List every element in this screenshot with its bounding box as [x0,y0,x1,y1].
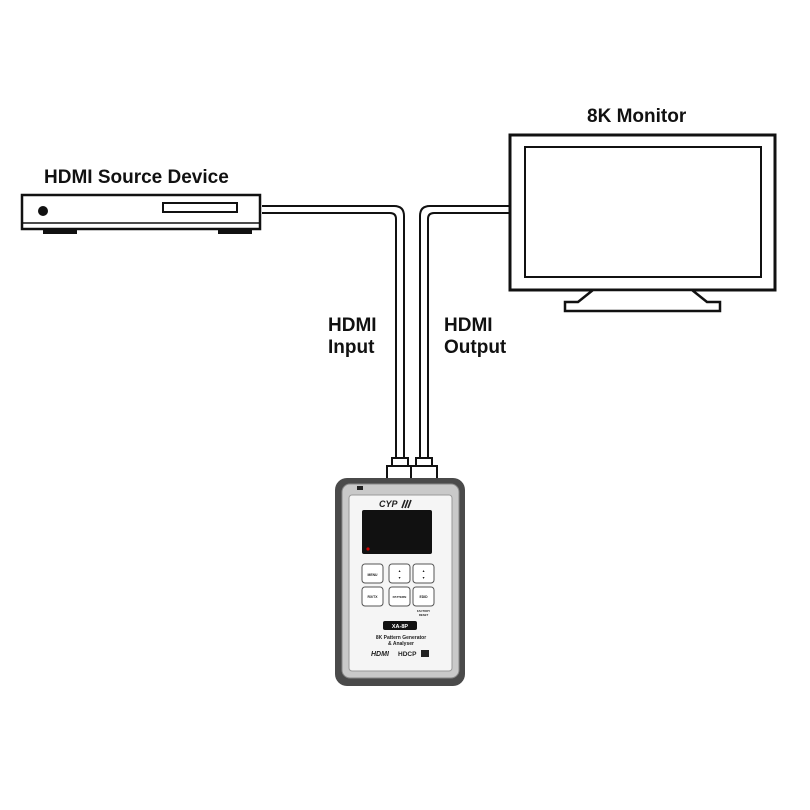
source-device-label: HDMI Source Device [44,167,229,188]
svg-text:▲: ▲ [422,569,425,573]
svg-text:RX/TX: RX/TX [368,595,379,599]
hdmi-input-cable [262,205,405,460]
svg-text:EDID: EDID [419,595,428,599]
hdmi-input-label-line1: HDMI [328,315,377,336]
model-number: XA-8P [392,624,409,630]
hdmi-source-device [20,193,262,234]
hdmi-input-label-line2: Input [328,337,375,358]
pattern-button[interactable]: PATTERN [388,586,411,607]
power-button-icon [38,206,48,216]
up-down-button-b[interactable]: ▲ ▼ [412,563,435,584]
edid-button[interactable]: EDID [412,586,435,607]
up-down-button-a[interactable]: ▲ ▼ [388,563,411,584]
hdcp-version-box [421,650,429,657]
model-badge [383,621,417,630]
monitor-stand [563,288,722,313]
hdmi-output-cable [419,205,514,460]
disc-slot [162,202,238,213]
pattern-generator-device: CYP MENU ▲ ▼ ▲ ▼ RX/TX PATTERN [335,478,465,686]
status-led [366,547,370,551]
svg-text:▼: ▼ [422,576,425,580]
menu-button[interactable]: MENU [361,563,384,584]
source-device-foot-left [43,229,77,234]
device-description-line2: & Analyser [388,641,414,647]
svg-text:▲: ▲ [398,569,401,573]
factory-reset-label-line2: RESET [419,613,429,617]
monitor-screen [524,146,762,278]
hdcp-logo: HDCP [398,651,417,658]
svg-text:MENU: MENU [368,573,379,577]
device-side-switch [357,486,363,490]
device-description-line1: 8K Pattern Generator [376,635,426,641]
source-device-foot-right [218,229,252,234]
monitor-label: 8K Monitor [587,106,687,127]
factory-reset-label-line1: FACTORY [417,609,430,613]
svg-text:▼: ▼ [398,576,401,580]
hdmi-logo: HDMI [371,651,390,658]
brand-logo-slashes [401,499,412,509]
device-display [362,510,432,554]
hdmi-output-label-line2: Output [444,337,507,358]
monitor [508,133,777,313]
rx-tx-button[interactable]: RX/TX [361,586,384,607]
svg-text:PATTERN: PATTERN [393,595,407,599]
hdmi-output-label-line1: HDMI [444,315,493,336]
brand-logo: CYP [379,499,399,509]
